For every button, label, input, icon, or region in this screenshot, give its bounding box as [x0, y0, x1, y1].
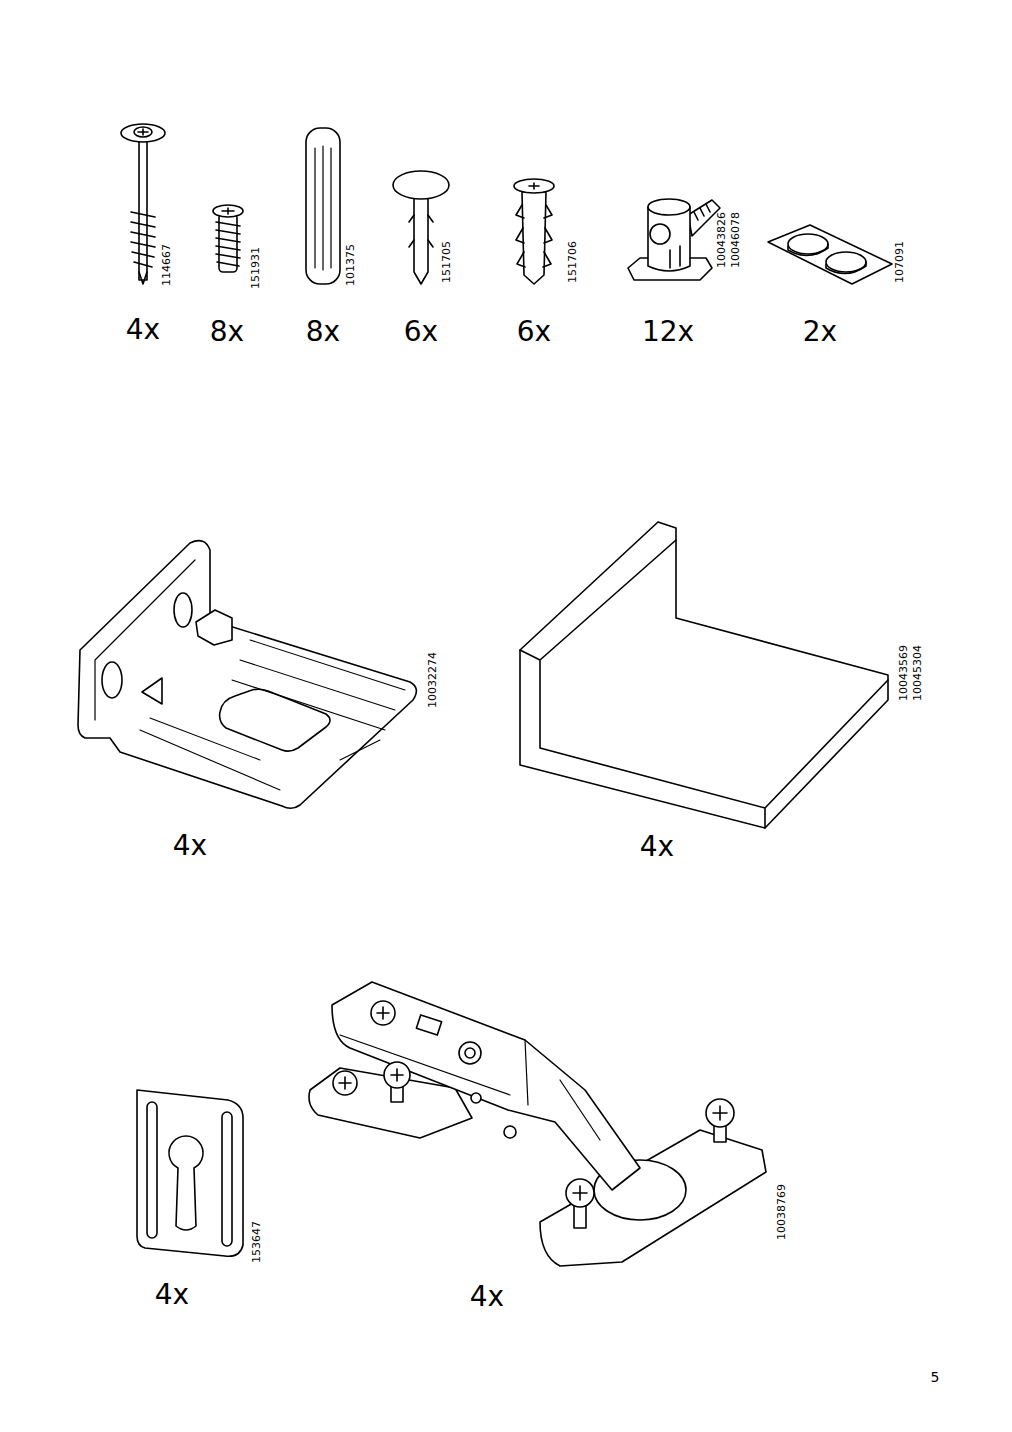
metal-bracket	[78, 541, 416, 809]
quantity: 4x	[155, 1281, 189, 1309]
quantity: 8x	[210, 318, 244, 346]
screw-short	[213, 205, 243, 272]
quantity: 2x	[803, 318, 837, 346]
quantity: 4x	[470, 1283, 504, 1311]
quantity: 12x	[642, 318, 694, 346]
part-number: 10043826	[716, 212, 727, 268]
part-number: 10045304	[912, 645, 923, 701]
wood-dowel	[306, 128, 340, 284]
quantity: 4x	[640, 833, 674, 861]
part-number: 10032274	[427, 652, 438, 708]
plastic-angle	[520, 522, 888, 828]
screw-long	[121, 124, 165, 284]
part-number: 151706	[567, 241, 578, 283]
felt-pads	[768, 225, 892, 284]
wall-plug	[514, 179, 554, 284]
quantity: 6x	[517, 318, 551, 346]
part-number: 10046078	[730, 212, 741, 268]
quantity: 8x	[306, 318, 340, 346]
part-number: 151705	[441, 241, 452, 283]
quantity: 4x	[173, 832, 207, 860]
part-number: 10043569	[898, 645, 909, 701]
part-number: 114667	[161, 244, 172, 286]
cabinet-hinge	[309, 982, 766, 1266]
part-number: 151931	[250, 247, 261, 289]
part-number: 153647	[251, 1221, 262, 1263]
cam-lock	[628, 199, 720, 280]
quantity: 6x	[404, 318, 438, 346]
hanging-plate	[137, 1090, 243, 1256]
part-number: 10038769	[776, 1184, 787, 1240]
part-number: 101375	[345, 244, 356, 286]
quantity: 4x	[126, 316, 160, 344]
part-number: 107091	[894, 241, 905, 283]
page-number: 5	[931, 1370, 940, 1384]
hinge-screws	[333, 1001, 734, 1228]
